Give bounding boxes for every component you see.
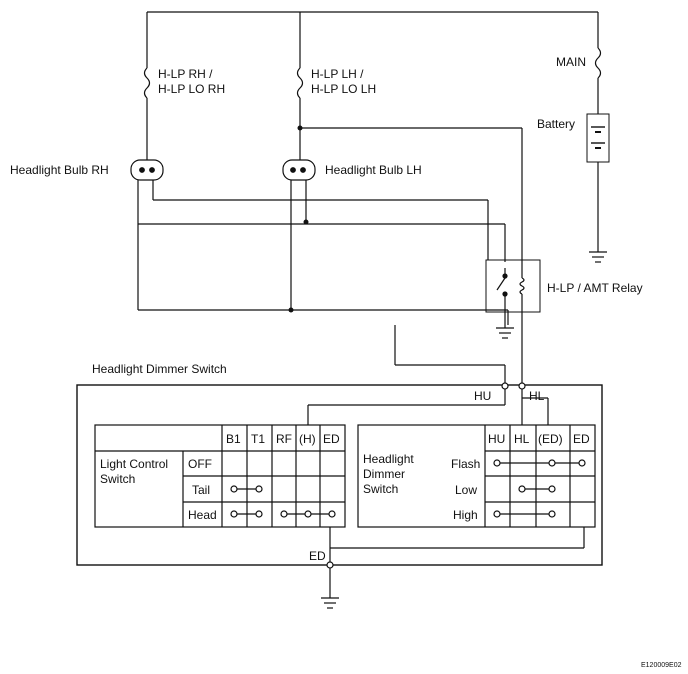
- battery-label: Battery: [537, 117, 576, 131]
- dm-row-high: High: [453, 508, 478, 522]
- fuse-rh-label-2: H-LP LO RH: [158, 82, 226, 96]
- battery-ground-icon: [589, 251, 607, 263]
- light-control-name-2: Switch: [100, 472, 136, 486]
- lc-row-head: Head: [188, 508, 217, 522]
- headlight-bulb-rh-label: Headlight Bulb RH: [10, 163, 109, 177]
- fuse-lh-label-1: H-LP LH /: [311, 67, 364, 81]
- battery-icon: [586, 113, 610, 163]
- dimmer-name-3: Switch: [363, 482, 399, 496]
- main-fuse-icon: [594, 47, 602, 79]
- headlight-bulb-lh-icon: [282, 159, 316, 181]
- figure-code: E120009E02: [641, 662, 682, 669]
- lc-col-b1: B1: [226, 432, 241, 446]
- lc-row-tail: Tail: [192, 483, 211, 497]
- dm-col-hl: HL: [514, 432, 530, 446]
- terminal-hl-label: HL: [529, 389, 545, 403]
- terminal-ed-label: ED: [309, 549, 326, 563]
- dm-col-hu: HU: [488, 432, 506, 446]
- relay-box: [485, 259, 541, 313]
- dimmer-switch-outer-box: [76, 384, 603, 566]
- switch-ground-icon: [321, 597, 339, 609]
- dimmer-name-1: Headlight: [363, 452, 414, 466]
- lc-col-h: (H): [299, 432, 316, 446]
- relay-label: H-LP / AMT Relay: [547, 281, 643, 295]
- lc-row-off: OFF: [188, 457, 212, 471]
- dm-row-low: Low: [455, 483, 478, 497]
- relay-coil-icon: [519, 277, 525, 295]
- headlight-bulb-lh-label: Headlight Bulb LH: [325, 163, 422, 177]
- dm-col-ed: ED: [573, 432, 590, 446]
- terminal-hu-label: HU: [474, 389, 492, 403]
- main-fuse-label: MAIN: [556, 55, 586, 69]
- dm-row-flash: Flash: [451, 457, 481, 471]
- relay-ground-icon: [496, 327, 514, 339]
- fuse-rh-label-1: H-LP RH /: [158, 67, 213, 81]
- headlight-bulb-rh-icon: [130, 159, 164, 181]
- dm-col-ed-paren: (ED): [538, 432, 563, 446]
- lc-col-t1: T1: [251, 432, 266, 446]
- lc-col-rf: RF: [276, 432, 292, 446]
- lc-col-ed: ED: [323, 432, 340, 446]
- fuse-lh-icon: [296, 67, 304, 99]
- dimmer-switch-title: Headlight Dimmer Switch: [92, 362, 227, 376]
- fuse-lh-label-2: H-LP LO LH: [311, 82, 377, 96]
- fuse-rh-icon: [143, 67, 151, 99]
- light-control-name-1: Light Control: [100, 457, 169, 471]
- dimmer-name-2: Dimmer: [363, 467, 405, 481]
